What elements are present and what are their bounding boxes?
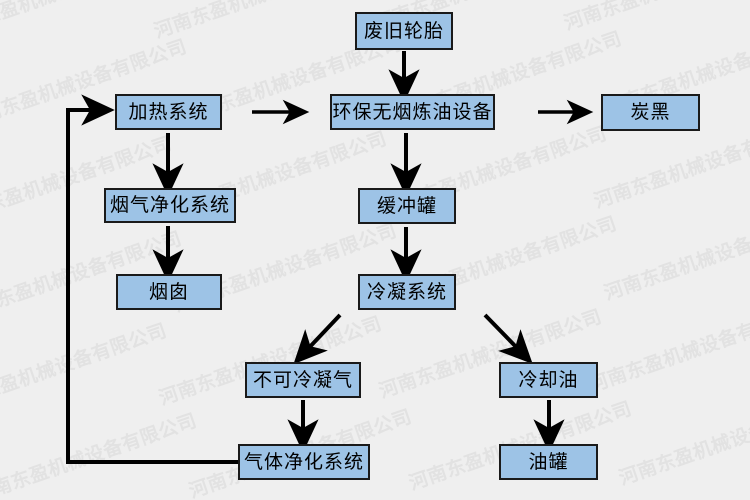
connector-condensing-to-coolingoil xyxy=(483,313,533,365)
node-label: 加热系统 xyxy=(128,100,209,123)
node-label: 油罐 xyxy=(528,450,569,473)
node-oil-tank[interactable]: 油罐 xyxy=(499,444,598,480)
watermark-text: 河南东盈机械设备有限公司 xyxy=(616,392,750,490)
node-waste-tires[interactable]: 废旧轮胎 xyxy=(355,12,453,50)
watermark-text: 河南东盈机械设备有限公司 xyxy=(0,0,170,44)
node-label: 环保无烟炼油设备 xyxy=(332,100,493,123)
watermark-text: 河南东盈机械设备有限公司 xyxy=(601,207,750,305)
node-non-condensable-gas[interactable]: 不可冷凝气 xyxy=(245,362,361,398)
node-label: 烟囱 xyxy=(148,280,189,303)
node-flue-gas-purifier[interactable]: 烟气净化系统 xyxy=(104,188,236,223)
watermark-text: 河南东盈机械设备有限公司 xyxy=(0,319,170,417)
watermark-text: 河南东盈机械设备有限公司 xyxy=(586,299,750,397)
watermark-text: 河南东盈机械设备有限公司 xyxy=(150,0,380,44)
node-refining-equipment[interactable]: 环保无烟炼油设备 xyxy=(330,94,495,130)
node-label: 气体净化系统 xyxy=(243,450,364,473)
node-label: 缓冲罐 xyxy=(376,194,437,217)
node-chimney[interactable]: 烟囱 xyxy=(116,274,222,310)
node-buffer-tank[interactable]: 缓冲罐 xyxy=(358,188,456,224)
node-cooling-oil[interactable]: 冷却油 xyxy=(499,362,598,398)
node-label: 不可冷凝气 xyxy=(252,368,353,391)
node-label: 冷凝系统 xyxy=(366,280,447,303)
node-condensing-system[interactable]: 冷凝系统 xyxy=(358,274,456,310)
node-heating-system[interactable]: 加热系统 xyxy=(115,94,222,130)
node-label: 炭黑 xyxy=(630,101,671,123)
node-label: 冷却油 xyxy=(518,368,579,391)
node-gas-purify-system[interactable]: 气体净化系统 xyxy=(238,444,370,480)
node-label: 废旧轮胎 xyxy=(363,19,444,42)
connector-condensing-to-noncondensable xyxy=(293,313,342,365)
watermark-text: 河南东盈机械设备有限公司 xyxy=(0,409,200,500)
watermark-text: 河南东盈机械设备有限公司 xyxy=(560,0,750,36)
node-label: 烟气净化系统 xyxy=(109,194,230,216)
node-carbon-black[interactable]: 炭黑 xyxy=(601,94,700,131)
